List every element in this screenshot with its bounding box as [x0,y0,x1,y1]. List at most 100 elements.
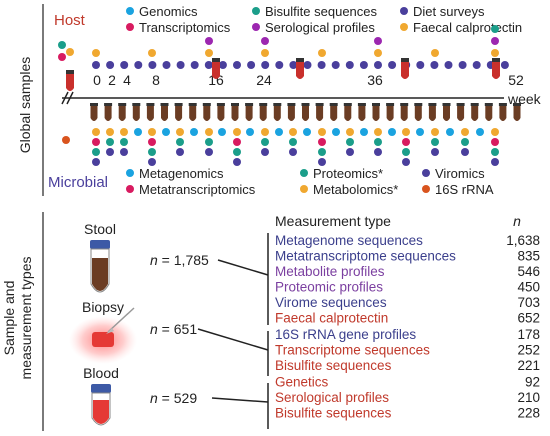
tube-cap [245,103,254,106]
stool-tube-icon [484,103,493,121]
microbial-sample-dot [92,138,100,146]
tube-body [457,106,465,121]
measurement-type: Metatranscriptome sequences [275,249,456,264]
column-header-type: Measurement type [275,213,391,229]
tube-body [414,106,422,121]
microbial-sample-dot [176,148,184,156]
blood-tube-icon [401,58,409,79]
tube-cap [259,103,268,106]
measurement-count: 92 [525,375,540,390]
tube-cap [498,103,507,106]
tube-body [513,106,521,121]
microbial-sample-dot [374,138,382,146]
microbial-sample-dot [92,128,100,136]
stool-tube-icon [357,103,366,121]
tube-cap [104,103,113,106]
stool-tube-icon [146,103,155,121]
legend-item-proteomics: Proteomics* [300,167,383,181]
microbial-sample-dot [261,128,269,136]
tube-body [401,62,409,79]
microbial-sample-dot [120,138,128,146]
tube-cap [202,103,211,106]
week-number: 0 [93,72,101,88]
microbial-sample-dot [176,128,184,136]
metagenomics-dot [162,128,170,136]
tube-cap [160,103,169,106]
tube-cap [132,103,141,106]
stool-tube-icon [132,103,141,121]
diet-survey-dot [303,61,312,69]
microbial-sample-dot [491,128,499,136]
host-sample-dot [374,37,382,45]
microbial-sample-dot [148,148,156,156]
tube-cap [513,103,521,106]
metatranscriptomics-dot-icon [126,185,134,193]
stool-tube-icon [343,103,352,121]
tube-cap [470,103,479,106]
tube-cap [90,103,98,106]
microbial-sample-dot [106,128,114,136]
diet-survey-dot [162,61,171,69]
stool-tube-icon [160,103,169,121]
tube-body [499,106,507,121]
tube-cap [492,58,500,62]
stool-tube-icon [470,103,479,121]
diet-survey-dot [416,61,425,69]
tube-body [146,106,154,121]
diet-survey-dot [218,61,227,69]
tube-body [400,106,408,121]
tube-body [245,106,253,121]
tube-cap [188,103,197,106]
diet-survey-dot [359,61,368,69]
diet-survey-dot [430,61,439,69]
rrna-dot [62,136,70,144]
tube-cap [212,58,220,62]
legend-item-transcriptomics: Transcriptomics [126,21,230,35]
microbial-sample-dot [120,128,128,136]
legend-item-metatranscriptomics: Metatranscriptomics [126,183,255,197]
metagenomics-dot [416,128,424,136]
microbial-sample-dot [176,138,184,146]
diet-survey-dot [233,61,241,69]
microbial-sample-dot [346,148,354,156]
section-label-line-1: Sample and [1,281,17,356]
microbial-label: Microbial [48,174,108,191]
week-number: 36 [367,72,383,88]
connector-stool [217,259,269,276]
week-label: week [507,91,542,107]
diet-survey-dot [204,61,213,69]
diet-survey-dot [345,61,354,69]
microbial-sample-dot [148,158,156,166]
host-blood-tubes [66,58,500,91]
calprotectin-dot-icon [400,23,408,31]
tube-cap [484,103,493,106]
stool-tube-icon [188,103,197,121]
tube-cap [301,103,310,106]
stool-tube-icon [90,240,110,293]
tube-body [471,106,479,121]
tube-cap [174,103,183,106]
tube-cap [400,103,409,106]
biopsy-tissue-icon [69,307,137,364]
host-sample-dot [92,49,100,57]
microbial-sample-dot [205,138,213,146]
diet-survey-dot [106,61,115,69]
microbial-sample-dot [120,148,128,156]
measurement-count: 546 [517,264,540,279]
n-biopsy-label: n = 651 [150,321,197,337]
tube-body [203,106,211,121]
host-sample-dot [66,48,74,56]
microbial-sample-dot [261,138,269,146]
stool-tube-icon [231,103,239,121]
blood-tube-icon [296,58,304,79]
measurement-count: 221 [517,358,540,373]
microbial-sample-dot [233,138,241,146]
host-sample-dot [318,49,326,57]
tube-cap [343,103,352,106]
microbial-sample-dot [346,128,354,136]
stool-tube-icon [245,103,254,121]
microbial-sample-dot [205,128,213,136]
measurement-type: Genetics [275,375,329,390]
